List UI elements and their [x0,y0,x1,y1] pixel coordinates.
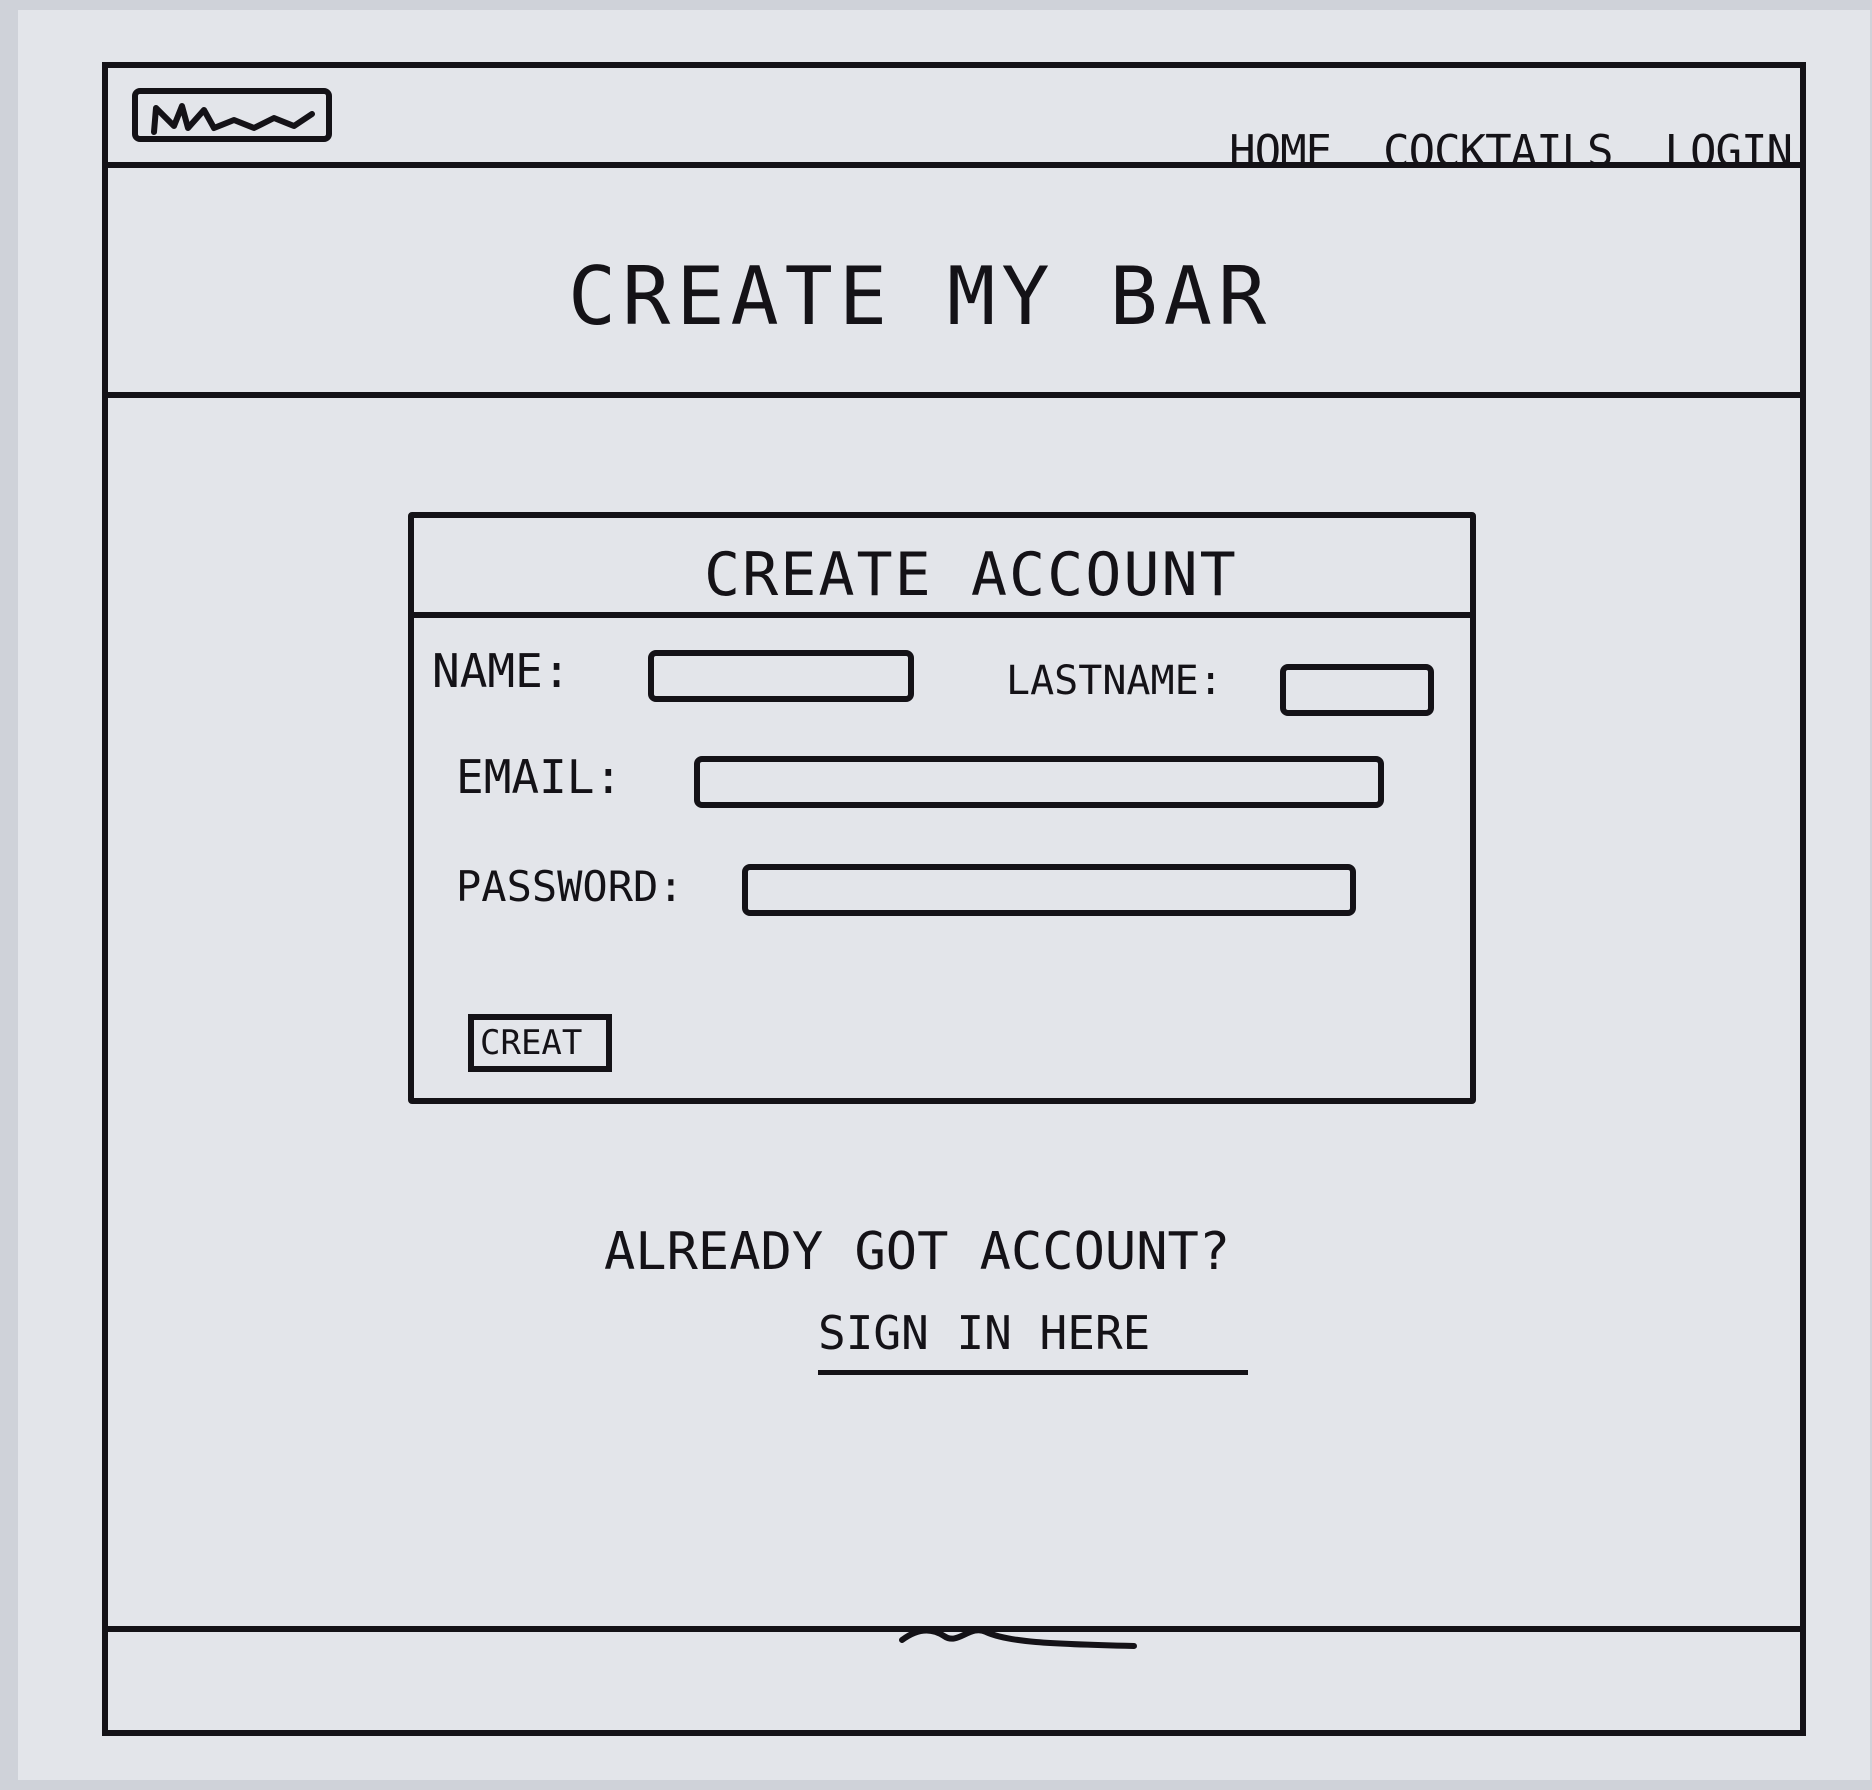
footer-bar [108,1626,1800,1730]
already-have-account-text: ALREADY GOT ACCOUNT? [604,1222,1231,1282]
create-account-button[interactable]: CREAT [468,1014,612,1072]
nav-link-login[interactable]: LOGIN [1664,126,1793,177]
sign-in-link[interactable]: SIGN IN HERE [818,1306,1248,1375]
email-label: EMAIL: [456,750,623,804]
email-input[interactable] [694,756,1384,808]
nav-link-home[interactable]: HOME [1229,126,1332,177]
lastname-label: LASTNAME: [1006,658,1223,704]
password-input[interactable] [742,864,1356,916]
create-account-form: CREATE ACCOUNT NAME: LASTNAME: EMAIL: PA… [408,512,1476,1104]
logo-scribble-icon [151,103,315,135]
logo[interactable] [132,88,332,142]
form-title: CREATE ACCOUNT [704,540,1238,610]
wireframe-page: HOME COCKTAILS LOGIN CREATE MY BAR CREAT… [102,62,1806,1736]
top-nav-bar: HOME COCKTAILS LOGIN [108,68,1800,177]
hero-banner: CREATE MY BAR [108,168,1800,398]
paper-background: HOME COCKTAILS LOGIN CREATE MY BAR CREAT… [18,10,1870,1780]
lastname-input[interactable] [1280,664,1434,716]
name-label: NAME: [432,644,571,698]
name-input[interactable] [648,650,914,702]
page-title: CREATE MY BAR [568,250,1273,343]
password-label: PASSWORD: [456,862,684,911]
form-header: CREATE ACCOUNT [414,518,1470,618]
nav-links: HOME COCKTAILS LOGIN [1229,126,1793,177]
footer-scribble-icon [899,1627,1137,1649]
nav-link-cocktails[interactable]: COCKTAILS [1383,126,1613,177]
